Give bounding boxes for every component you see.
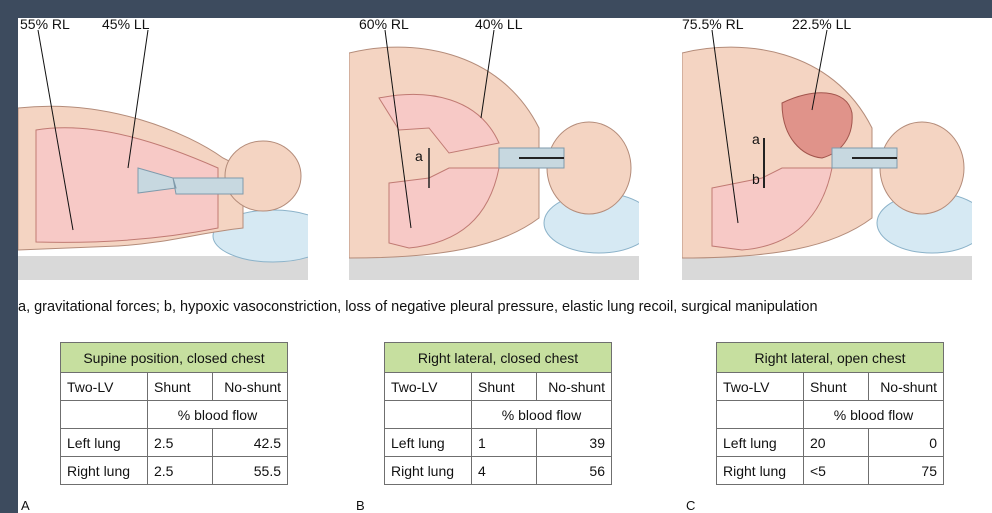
table-row: Right lung 2.5 55.5	[61, 457, 288, 485]
shunt-value: 20	[804, 429, 869, 457]
arrow-label-b: b	[752, 171, 760, 187]
column-header: Two-LV	[385, 373, 472, 401]
column-header: Two-LV	[61, 373, 148, 401]
panel-a-illustration: 55% RL 45% LL	[18, 18, 308, 280]
right-lung-percent-label: 55% RL	[20, 18, 70, 32]
shunt-value: <5	[804, 457, 869, 485]
no-shunt-value: 42.5	[213, 429, 288, 457]
column-header: No-shunt	[213, 373, 288, 401]
shunt-value: 1	[472, 429, 537, 457]
panel-letter-b: B	[356, 498, 365, 513]
operating-table	[682, 256, 972, 280]
no-shunt-value: 55.5	[213, 457, 288, 485]
empty-cell	[717, 401, 804, 429]
right-lung-percent-label: 75.5% RL	[682, 18, 743, 32]
empty-cell	[385, 401, 472, 429]
no-shunt-value: 75	[869, 457, 944, 485]
column-header: Shunt	[804, 373, 869, 401]
left-lung-percent-label: 45% LL	[102, 18, 149, 32]
figure-sheet: 55% RL 45% LL 60% RL 40% LL a	[18, 18, 992, 513]
row-label: Right lung	[385, 457, 472, 485]
table-row: Left lung 20 0	[717, 429, 944, 457]
shunt-value: 2.5	[148, 457, 213, 485]
empty-cell	[61, 401, 148, 429]
table-row: Left lung 1 39	[385, 429, 612, 457]
blood-flow-table-a: Supine position, closed chest Two-LV Shu…	[60, 342, 288, 485]
no-shunt-value: 39	[537, 429, 612, 457]
column-header: Shunt	[472, 373, 537, 401]
column-header: No-shunt	[537, 373, 612, 401]
panel-c-illustration: 75.5% RL 22.5% LL a b	[682, 18, 972, 280]
arrow-label-a: a	[415, 148, 423, 164]
row-label: Right lung	[61, 457, 148, 485]
supine-patient-drawing	[18, 18, 308, 280]
panel-b-illustration: 60% RL 40% LL a	[349, 18, 639, 280]
no-shunt-value: 0	[869, 429, 944, 457]
left-lung-percent-label: 22.5% LL	[792, 18, 851, 32]
shunt-value: 4	[472, 457, 537, 485]
unit-row: % blood flow	[148, 401, 288, 429]
panel-letter-a: A	[21, 498, 30, 513]
table-row: Right lung 4 56	[385, 457, 612, 485]
column-header: Two-LV	[717, 373, 804, 401]
lateral-open-drawing	[682, 18, 972, 280]
row-label: Right lung	[717, 457, 804, 485]
row-label: Left lung	[61, 429, 148, 457]
table-title: Right lateral, closed chest	[385, 343, 612, 373]
shunt-value: 2.5	[148, 429, 213, 457]
unit-row: % blood flow	[804, 401, 944, 429]
arrow-label-a: a	[752, 131, 760, 147]
table-row: Right lung <5 75	[717, 457, 944, 485]
left-lung-percent-label: 40% LL	[475, 18, 522, 32]
no-shunt-value: 56	[537, 457, 612, 485]
operating-table	[349, 256, 639, 280]
row-label: Left lung	[717, 429, 804, 457]
figure-caption: a, gravitational forces; b, hypoxic vaso…	[18, 299, 818, 315]
column-header: No-shunt	[869, 373, 944, 401]
lateral-closed-drawing	[349, 18, 639, 280]
unit-row: % blood flow	[472, 401, 612, 429]
row-label: Left lung	[385, 429, 472, 457]
blood-flow-table-b: Right lateral, closed chest Two-LV Shunt…	[384, 342, 612, 485]
blood-flow-table-c: Right lateral, open chest Two-LV Shunt N…	[716, 342, 944, 485]
table-title: Supine position, closed chest	[61, 343, 288, 373]
head	[225, 141, 301, 211]
column-header: Shunt	[148, 373, 213, 401]
right-lung-percent-label: 60% RL	[359, 18, 409, 32]
panel-letter-c: C	[686, 498, 695, 513]
table-row: Left lung 2.5 42.5	[61, 429, 288, 457]
table-title: Right lateral, open chest	[717, 343, 944, 373]
